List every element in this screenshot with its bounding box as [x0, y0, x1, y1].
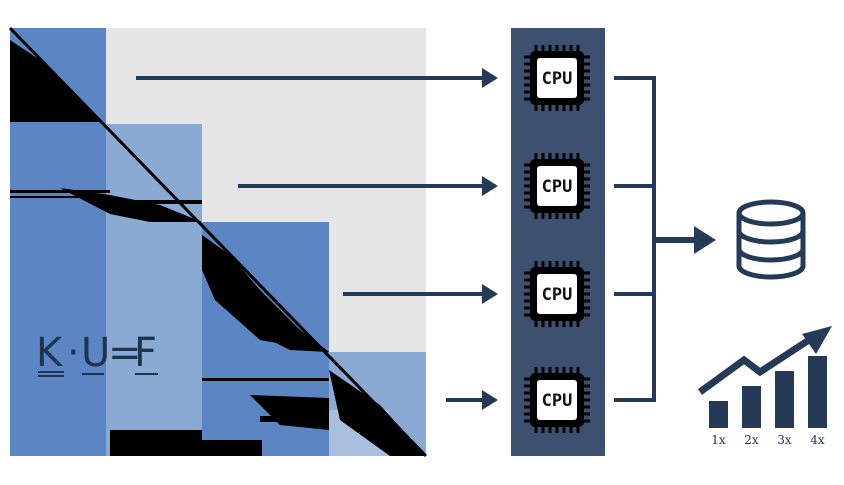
- sparse-matrix: K · U = F: [8, 26, 428, 458]
- output-arrowhead-icon: [694, 226, 716, 254]
- speedup-tick-label: 1x: [711, 433, 726, 447]
- arrowhead-icon: [482, 284, 498, 304]
- trend-arrowhead-icon: [802, 326, 832, 354]
- speedup-bar: [808, 356, 827, 428]
- equation: K · U = F: [36, 330, 158, 377]
- equation-dot: ·: [67, 330, 80, 376]
- speedup-ticks: 1x 2x 3x 4x: [711, 433, 825, 447]
- speedup-tick-label: 3x: [777, 433, 792, 447]
- output-connector: [614, 76, 700, 402]
- cpu-icon: CPU: [524, 45, 590, 111]
- speedup-tick-label: 2x: [744, 433, 759, 447]
- cpu-icon: CPU: [524, 153, 590, 219]
- input-arrows: [136, 68, 498, 410]
- cpu-column: CPU CPU CPU CPU: [524, 45, 590, 433]
- equation-U: U: [81, 330, 110, 376]
- cpu-label: CPU: [542, 69, 573, 89]
- cpu-label: CPU: [542, 391, 573, 411]
- speedup-chart: 1x 2x 3x 4x: [697, 326, 832, 447]
- speedup-tick-label: 4x: [810, 433, 825, 447]
- cpu-icon: CPU: [524, 261, 590, 327]
- matrix-diagonal-line: [8, 26, 428, 458]
- cpu-icon: CPU: [524, 367, 590, 433]
- matrix-sub-block: [106, 222, 202, 352]
- speedup-bar: [709, 401, 728, 428]
- equation-equals: =: [108, 330, 142, 376]
- speedup-bars: [709, 356, 827, 428]
- arrowhead-icon: [482, 68, 498, 88]
- equation-K: K: [36, 330, 64, 376]
- matrix-fill-pattern: [10, 40, 426, 456]
- trend-up-arrow-icon: [697, 335, 814, 395]
- cpu-label: CPU: [542, 285, 573, 305]
- equation-F: F: [134, 330, 157, 376]
- database-icon: [736, 199, 806, 280]
- arrowhead-icon: [482, 390, 498, 410]
- speedup-bar: [742, 386, 761, 428]
- cpu-label: CPU: [542, 177, 573, 197]
- arrowhead-icon: [482, 176, 498, 196]
- speedup-bar: [775, 371, 794, 428]
